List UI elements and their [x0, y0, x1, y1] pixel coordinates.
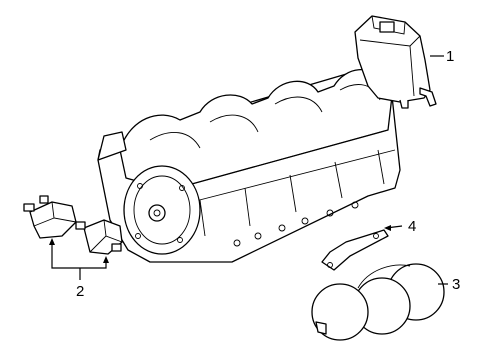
callout-2: 2 — [76, 283, 84, 300]
callout-1: 1 — [446, 48, 454, 65]
resonator — [311, 263, 448, 341]
bracket — [321, 225, 403, 271]
solenoid-valves — [23, 195, 123, 280]
canister — [354, 15, 437, 109]
intake-manifold — [97, 69, 401, 263]
callout-4: 4 — [408, 218, 416, 235]
callout-3: 3 — [452, 276, 460, 293]
